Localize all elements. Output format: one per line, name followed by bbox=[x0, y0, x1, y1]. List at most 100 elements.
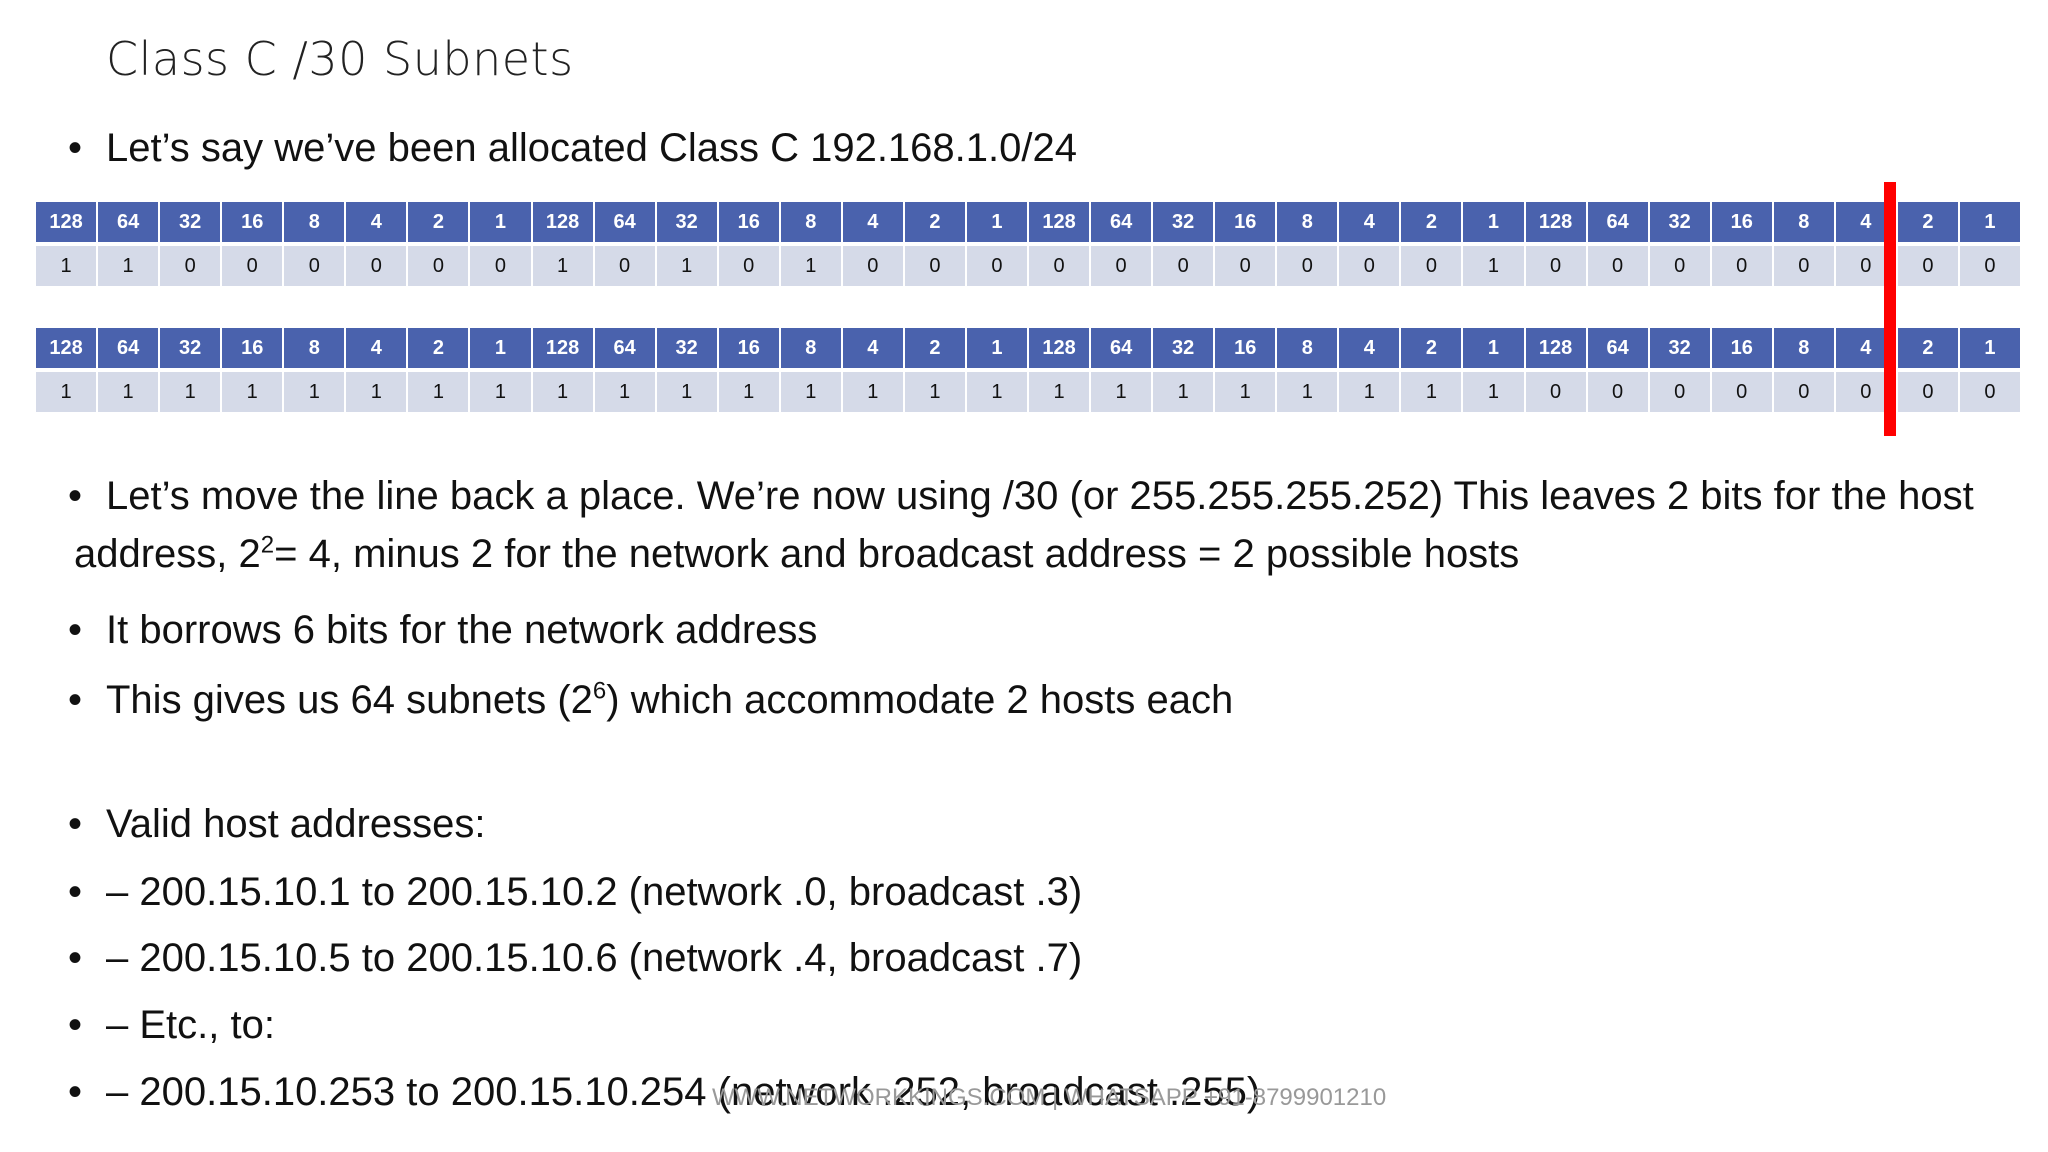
bit-header-cell: 32 bbox=[656, 328, 717, 368]
bit-value-cell: 1 bbox=[780, 246, 841, 286]
bit-value-cell: 0 bbox=[1897, 246, 1958, 286]
bit-header-cell: 16 bbox=[1711, 328, 1772, 368]
bit-header-cell: 4 bbox=[842, 328, 903, 368]
bit-value-cell: 0 bbox=[1401, 246, 1462, 286]
bit-value-cell: 0 bbox=[346, 246, 407, 286]
bit-header-cell: 128 bbox=[1029, 202, 1090, 242]
bit-value-cell: 0 bbox=[408, 246, 469, 286]
bit-header-cell: 4 bbox=[1339, 328, 1400, 368]
bit-value-cell: 1 bbox=[1277, 372, 1338, 412]
bit-value-cell: 0 bbox=[718, 246, 779, 286]
bit-header-cell: 4 bbox=[1339, 202, 1400, 242]
bit-value-cell: 1 bbox=[1463, 372, 1524, 412]
bit-header-cell: 64 bbox=[594, 328, 655, 368]
bit-header-cell: 2 bbox=[904, 202, 965, 242]
bit-header-cell: 128 bbox=[36, 202, 97, 242]
bit-header-cell: 1 bbox=[470, 328, 531, 368]
bit-value-cell: 1 bbox=[780, 372, 841, 412]
bit-value-cell: 0 bbox=[1029, 246, 1090, 286]
bit-value-cell: 1 bbox=[408, 372, 469, 412]
bit-value-cell: 1 bbox=[346, 372, 407, 412]
bit-header-cell: 32 bbox=[656, 202, 717, 242]
move-line-continuation: address, 22= 4, minus 2 for the network … bbox=[74, 526, 1519, 582]
bit-header-cell: 4 bbox=[346, 328, 407, 368]
bit-header-cell: 16 bbox=[222, 328, 283, 368]
gives-text-a: This gives us 64 subnets (2 bbox=[106, 678, 593, 722]
bit-header-cell: 8 bbox=[1277, 328, 1338, 368]
bit-value-cell: 0 bbox=[1649, 372, 1710, 412]
bit-header-cell: 64 bbox=[1587, 328, 1648, 368]
bit-header-cell: 1 bbox=[1959, 202, 2020, 242]
bit-header-cell: 2 bbox=[904, 328, 965, 368]
bit-header-cell: 32 bbox=[1649, 328, 1710, 368]
bit-header-cell: 1 bbox=[470, 202, 531, 242]
bit-value-cell: 0 bbox=[1525, 372, 1586, 412]
bit-value-cell: 1 bbox=[656, 246, 717, 286]
bit-value-cell: 0 bbox=[1959, 372, 2020, 412]
bit-header-cell: 32 bbox=[1649, 202, 1710, 242]
bit-header-cell: 2 bbox=[1401, 328, 1462, 368]
bit-value-cell: 0 bbox=[1897, 372, 1958, 412]
bit-value-cell: 0 bbox=[1711, 246, 1772, 286]
bit-header-cell: 1 bbox=[1959, 328, 2020, 368]
bit-value-cell: 1 bbox=[1215, 372, 1276, 412]
bit-value-cell: 0 bbox=[1339, 246, 1400, 286]
range-3-text: – 200.15.10.253 to 200.15.10.254 (networ… bbox=[106, 1070, 1261, 1114]
bit-header-cell: 64 bbox=[1091, 328, 1152, 368]
bit-header-cell: 8 bbox=[1773, 202, 1834, 242]
bit-value-cell: 0 bbox=[1711, 372, 1772, 412]
bit-header-cell: 32 bbox=[160, 202, 221, 242]
bit-header-cell: 1 bbox=[966, 202, 1027, 242]
bit-header-cell: 128 bbox=[532, 202, 593, 242]
bit-header-cell: 16 bbox=[1215, 328, 1276, 368]
bit-value-cell: 1 bbox=[98, 246, 159, 286]
bit-value-cell: 0 bbox=[1277, 246, 1338, 286]
range-2-text: – 200.15.10.5 to 200.15.10.6 (network .4… bbox=[106, 936, 1083, 980]
gives-exponent: 6 bbox=[592, 677, 607, 705]
bit-header-cell: 64 bbox=[98, 328, 159, 368]
bit-value-cell: 1 bbox=[36, 372, 97, 412]
bit-header-cell: 8 bbox=[284, 202, 345, 242]
bit-header-cell: 64 bbox=[1587, 202, 1648, 242]
slide-title: Class C /30 Subnets bbox=[106, 32, 574, 86]
bit-value-cell: 0 bbox=[1587, 246, 1648, 286]
bit-header-cell: 2 bbox=[1401, 202, 1462, 242]
bit-header-cell: 16 bbox=[222, 202, 283, 242]
bit-value-cell: 0 bbox=[1215, 246, 1276, 286]
bit-value-cell: 1 bbox=[160, 372, 221, 412]
bit-header-cell: 2 bbox=[1897, 328, 1958, 368]
move-line-exponent: 2 bbox=[260, 531, 275, 559]
bit-header-cell: 1 bbox=[966, 328, 1027, 368]
bit-header-cell: 2 bbox=[408, 202, 469, 242]
bit-value-cell: 1 bbox=[1339, 372, 1400, 412]
bit-header-cell: 1 bbox=[1463, 328, 1524, 368]
bit-value-cell: 1 bbox=[284, 372, 345, 412]
intro-text: Let’s say we’ve been allocated Class C 1… bbox=[106, 126, 1077, 170]
bit-header-cell: 128 bbox=[1525, 202, 1586, 242]
subnet-divider-line bbox=[1884, 182, 1896, 436]
bit-value-cell: 1 bbox=[1091, 372, 1152, 412]
bit-header-cell: 8 bbox=[1277, 202, 1338, 242]
bit-value-cell: 0 bbox=[470, 246, 531, 286]
move-line-text-2b: = 4, minus 2 for the network and broadca… bbox=[274, 532, 1520, 576]
bit-value-cell: 1 bbox=[98, 372, 159, 412]
bit-value-cell: 1 bbox=[470, 372, 531, 412]
bit-header-cell: 128 bbox=[1525, 328, 1586, 368]
bit-value-cell: 0 bbox=[1649, 246, 1710, 286]
bit-value-cell: 0 bbox=[1153, 246, 1214, 286]
move-line-text-1: Let’s move the line back a place. We’re … bbox=[106, 474, 1974, 518]
bit-value-cell: 1 bbox=[532, 246, 593, 286]
bit-header-cell: 16 bbox=[1215, 202, 1276, 242]
bit-header-cell: 16 bbox=[718, 328, 779, 368]
move-line-text-2a: address, 2 bbox=[74, 532, 261, 576]
etc-text: – Etc., to: bbox=[106, 1003, 275, 1047]
bit-value-cell: 1 bbox=[36, 246, 97, 286]
bit-header-cell: 8 bbox=[780, 202, 841, 242]
bit-value-cell: 0 bbox=[284, 246, 345, 286]
bit-header-cell: 128 bbox=[36, 328, 97, 368]
valid-text: Valid host addresses: bbox=[106, 802, 486, 846]
gives-text-b: ) which accommodate 2 hosts each bbox=[606, 678, 1234, 722]
bit-value-cell: 0 bbox=[904, 246, 965, 286]
